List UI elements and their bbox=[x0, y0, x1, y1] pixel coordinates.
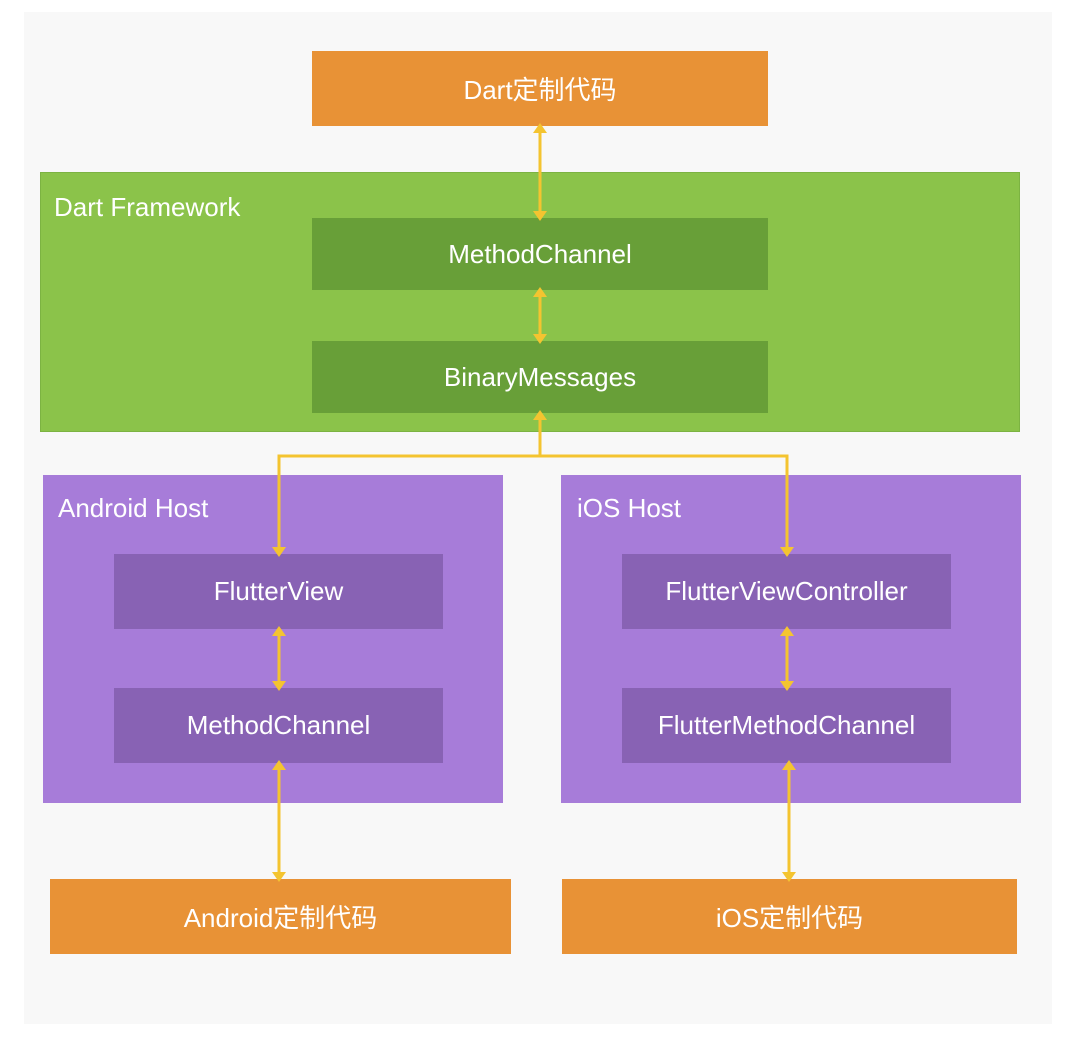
ios-custom-code-box: iOS定制代码 bbox=[562, 879, 1017, 954]
binary-messages-box: BinaryMessages bbox=[312, 341, 768, 413]
flutter-view-label: FlutterView bbox=[213, 576, 344, 606]
flutter-method-channel-label: FlutterMethodChannel bbox=[657, 710, 916, 740]
flutter-view-controller-box: FlutterViewController bbox=[622, 554, 951, 629]
android-custom-code-label: Android定制代码 bbox=[183, 903, 378, 933]
dart-method-channel-box: MethodChannel bbox=[312, 218, 768, 290]
android-method-channel-box: MethodChannel bbox=[114, 688, 443, 763]
dart-framework-title: Dart Framework bbox=[54, 192, 241, 222]
flutter-view-box: FlutterView bbox=[114, 554, 443, 629]
dart-custom-code-label: Dart定制代码 bbox=[463, 75, 617, 105]
flutter-view-controller-label: FlutterViewController bbox=[665, 576, 908, 606]
binary-messages-label: BinaryMessages bbox=[443, 361, 637, 392]
android-host-title: Android Host bbox=[58, 493, 209, 523]
flutter-method-channel-box: FlutterMethodChannel bbox=[622, 688, 951, 763]
ios-host-title: iOS Host bbox=[577, 493, 682, 523]
ios-custom-code-label: iOS定制代码 bbox=[715, 903, 864, 933]
dart-custom-code-box: Dart定制代码 bbox=[312, 51, 768, 126]
android-custom-code-box: Android定制代码 bbox=[50, 879, 511, 954]
dart-method-channel-label: MethodChannel bbox=[448, 238, 632, 269]
android-method-channel-label: MethodChannel bbox=[186, 710, 371, 740]
